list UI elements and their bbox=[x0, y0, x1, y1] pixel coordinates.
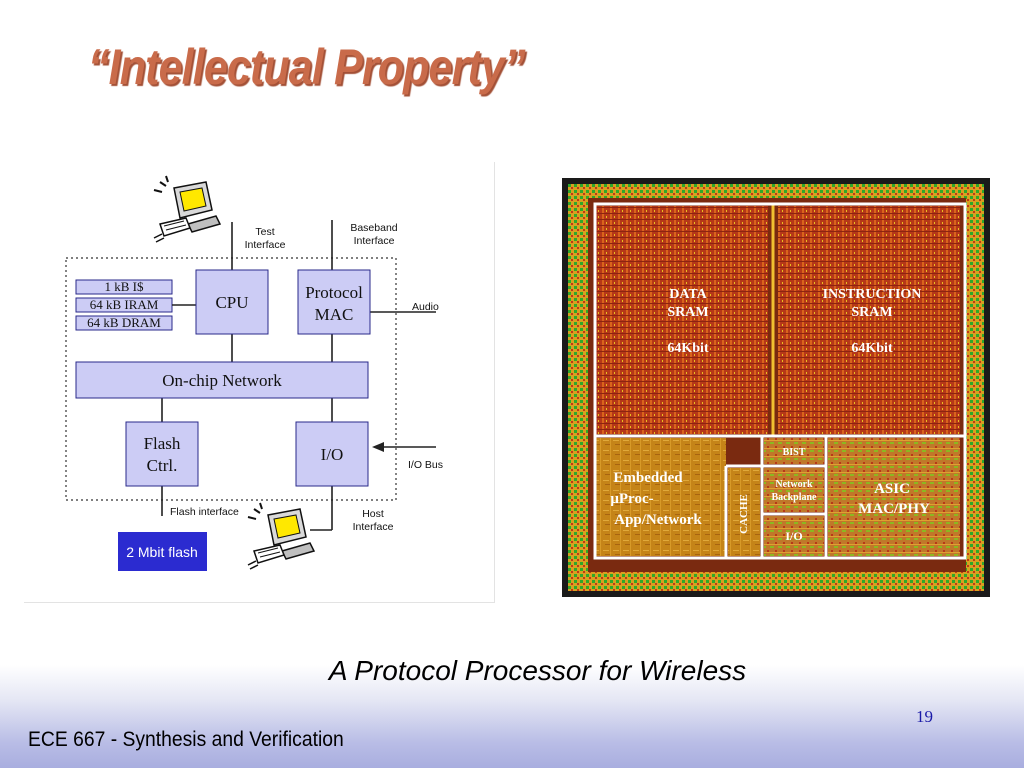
network-backplane-label-line1: Network bbox=[775, 479, 813, 490]
baseband-interface-label-line2: Interface bbox=[354, 235, 395, 247]
protocol-mac-label-line2: MAC bbox=[315, 305, 354, 324]
protocol-mac-label-line1: Protocol bbox=[305, 283, 363, 302]
io-region-label: I/O bbox=[785, 529, 802, 543]
flash-ctrl-label-line2: Ctrl. bbox=[147, 456, 178, 475]
asic-label-line1: ASIC bbox=[874, 481, 910, 497]
connection-lines bbox=[161, 220, 436, 531]
memory-label-dram: 64 kB DRAM bbox=[87, 315, 161, 330]
memory-stack: 1 kB I$ 64 kB IRAM 64 kB DRAM bbox=[75, 279, 173, 331]
network-backplane-region bbox=[764, 468, 824, 512]
asic-label-line2: MAC/PHY bbox=[858, 501, 930, 517]
embedded-proc-label-line2: μProc- bbox=[610, 491, 653, 507]
flash-ctrl-block bbox=[125, 421, 199, 487]
cache-region bbox=[728, 468, 760, 556]
on-chip-network-block bbox=[75, 361, 369, 399]
memory-box-icache bbox=[75, 279, 173, 295]
block-diagram: 1 kB I$ 64 kB IRAM 64 kB DRAM CPU Protoc… bbox=[24, 162, 495, 603]
chip-boundary bbox=[65, 257, 397, 501]
memory-label-icache: 1 kB I$ bbox=[105, 279, 145, 294]
test-interface-label-line1: Test bbox=[255, 226, 274, 238]
embedded-proc-label-line3: App/Network bbox=[614, 512, 702, 528]
baseband-interface-label-line1: Baseband bbox=[350, 222, 397, 234]
io-bus-arrowhead bbox=[372, 442, 384, 452]
memory-label-iram: 64 kB IRAM bbox=[90, 297, 159, 312]
slide-caption: A Protocol Processor for Wireless bbox=[328, 655, 747, 686]
host-interface-label-line2: Interface bbox=[353, 521, 394, 533]
on-chip-network-label: On-chip Network bbox=[162, 371, 282, 390]
embedded-proc-label-line1: Embedded bbox=[613, 470, 683, 486]
bist-region bbox=[764, 438, 824, 464]
footer-text: ECE 667 - Synthesis and Verification bbox=[28, 728, 344, 751]
data-sram-label-line1: DATA bbox=[669, 287, 707, 302]
region-outlines bbox=[593, 202, 967, 560]
io-block bbox=[295, 421, 369, 487]
instruction-sram-region bbox=[778, 206, 960, 434]
flash-ctrl-label-line1: Flash bbox=[144, 434, 181, 453]
chip-die-photo: DATA SRAM 64Kbit INSTRUCTION SRAM 64Kbit… bbox=[562, 178, 990, 597]
data-sram-label-line2: SRAM bbox=[667, 305, 708, 320]
memory-box-dram bbox=[75, 315, 173, 331]
asic-region bbox=[828, 438, 960, 556]
data-sram-label-line3: 64Kbit bbox=[667, 341, 709, 356]
host-interface-label-line1: Host bbox=[362, 508, 384, 520]
computer-terminal-icon bbox=[247, 502, 316, 570]
cache-label: CACHE bbox=[738, 494, 750, 534]
instruction-sram-label-line3: 64Kbit bbox=[851, 341, 893, 356]
computer-terminal-icon bbox=[153, 175, 222, 243]
instruction-sram-label-line1: INSTRUCTION bbox=[823, 287, 922, 302]
io-label: I/O bbox=[321, 445, 344, 464]
embedded-proc-region bbox=[596, 438, 726, 556]
protocol-mac-block bbox=[297, 269, 371, 335]
slide-title: “Intellectual Property” bbox=[88, 39, 525, 95]
io-region bbox=[764, 516, 824, 556]
footer-band bbox=[0, 665, 1024, 768]
io-bus-label: I/O Bus bbox=[408, 459, 443, 471]
flash-interface-label: Flash interface bbox=[170, 506, 239, 518]
audio-label: Audio bbox=[412, 301, 439, 313]
flash-memory-label: 2 Mbit flash bbox=[126, 544, 198, 560]
flash-memory-block bbox=[118, 532, 207, 571]
test-interface-label-line2: Interface bbox=[245, 239, 286, 251]
page-number: 19 bbox=[916, 707, 933, 726]
cpu-label: CPU bbox=[215, 293, 248, 312]
bist-label: BIST bbox=[783, 447, 806, 458]
instruction-sram-label-line2: SRAM bbox=[851, 305, 892, 320]
network-backplane-label-line2: Backplane bbox=[771, 492, 817, 503]
cpu-block bbox=[195, 269, 269, 335]
data-sram-region bbox=[596, 206, 768, 434]
